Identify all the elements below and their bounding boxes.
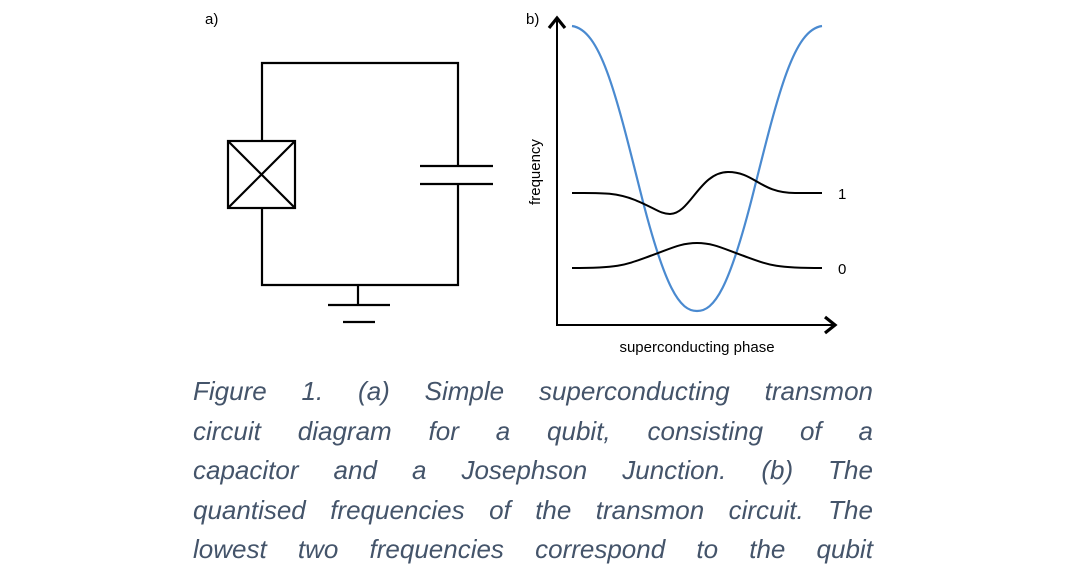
axes xyxy=(547,15,838,335)
ground-symbol xyxy=(328,285,390,324)
y-axis-label: frequency xyxy=(527,139,544,205)
circuit-diagram xyxy=(226,61,493,324)
capacitor-symbol xyxy=(420,164,493,186)
level-0-label: 0 xyxy=(838,261,846,278)
x-axis-label: superconducting phase xyxy=(619,339,774,356)
panel-a-label: a) xyxy=(205,11,218,28)
panel-b-label: b) xyxy=(526,11,539,28)
level-1-label: 1 xyxy=(838,186,846,203)
level-1-wavefunction xyxy=(571,170,822,216)
circuit-wire xyxy=(260,61,460,287)
josephson-junction-symbol xyxy=(226,139,297,210)
level-0-wavefunction xyxy=(571,241,823,269)
potential-curve xyxy=(571,24,823,313)
